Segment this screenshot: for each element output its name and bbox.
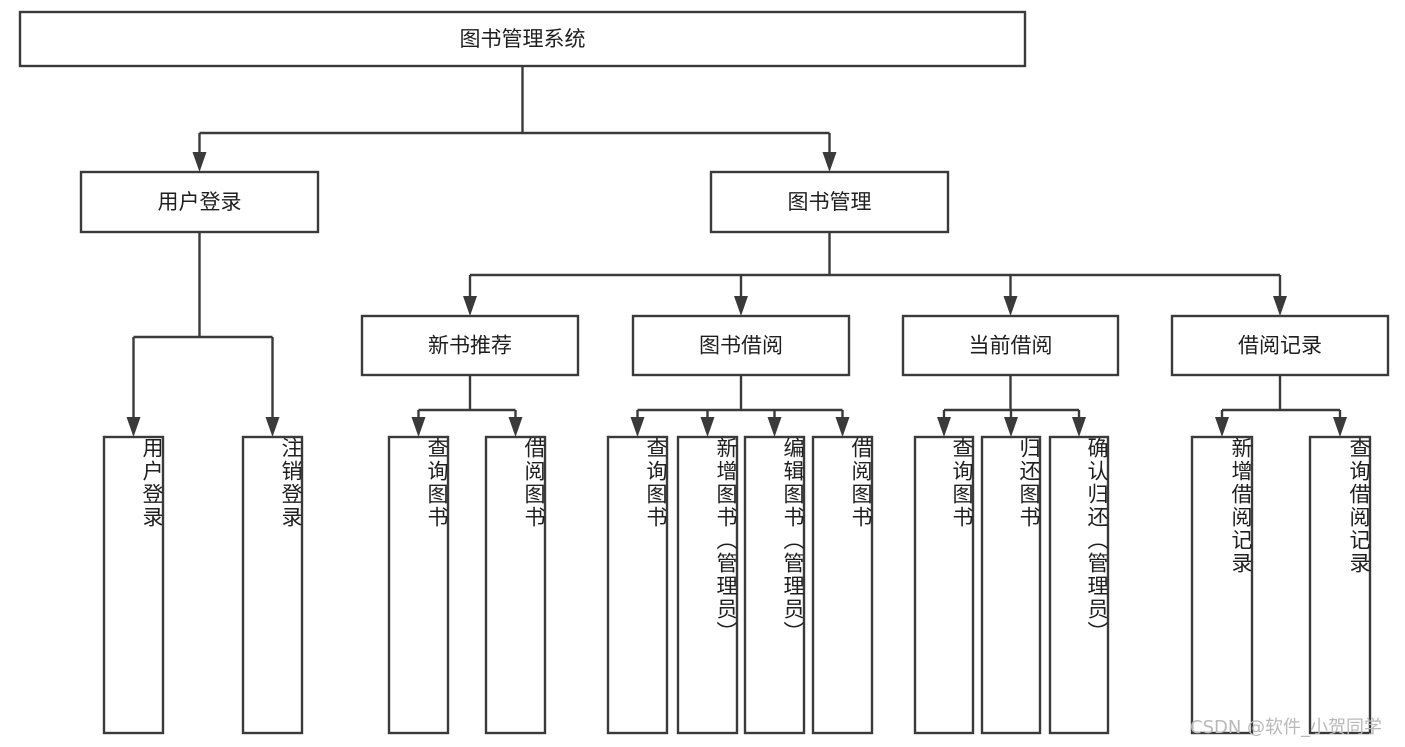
node-label-current-borrow: 当前借阅 [969, 334, 1053, 358]
node-box-query-book-2[interactable] [606, 435, 669, 735]
node-box-current-borrow[interactable] [901, 314, 1120, 377]
node-box-book-borrow[interactable] [631, 314, 851, 377]
node-label-new-book-recommend: 新书推荐 [428, 334, 512, 358]
node-box-user-login-do[interactable] [102, 435, 165, 735]
node-label-root: 图书管理系统 [460, 27, 586, 51]
node-box-query-book-3[interactable] [913, 435, 975, 735]
node-boxes [18, 10, 1390, 735]
node-box-new-book-recommend[interactable] [360, 314, 580, 377]
node-label-user-login: 用户登录 [158, 190, 242, 214]
node-label-borrow-record: 借阅记录 [1238, 334, 1322, 358]
node-box-add-borrow-record[interactable] [1190, 435, 1254, 735]
node-box-add-book-admin[interactable] [676, 435, 739, 735]
node-box-borrow-book-1[interactable] [484, 435, 547, 735]
node-box-confirm-return-admin[interactable] [1048, 435, 1110, 735]
csdn-watermark: CSDN @软件_小贺同学 [1190, 717, 1383, 738]
node-box-borrow-book-2[interactable] [811, 435, 874, 735]
node-box-user-login[interactable] [79, 170, 320, 234]
node-box-book-manage[interactable] [709, 170, 950, 234]
node-box-return-book[interactable] [980, 435, 1042, 735]
node-box-root[interactable] [18, 10, 1027, 68]
node-box-user-logout[interactable] [241, 435, 304, 735]
node-box-edit-book-admin[interactable] [743, 435, 806, 735]
node-label-book-manage: 图书管理 [788, 190, 872, 214]
connector-lines [126, 66, 1347, 437]
node-box-borrow-record[interactable] [1170, 314, 1390, 377]
node-box-query-borrow-record[interactable] [1308, 435, 1372, 735]
node-label-book-borrow: 图书借阅 [699, 334, 783, 358]
node-box-query-book-1[interactable] [387, 435, 450, 735]
